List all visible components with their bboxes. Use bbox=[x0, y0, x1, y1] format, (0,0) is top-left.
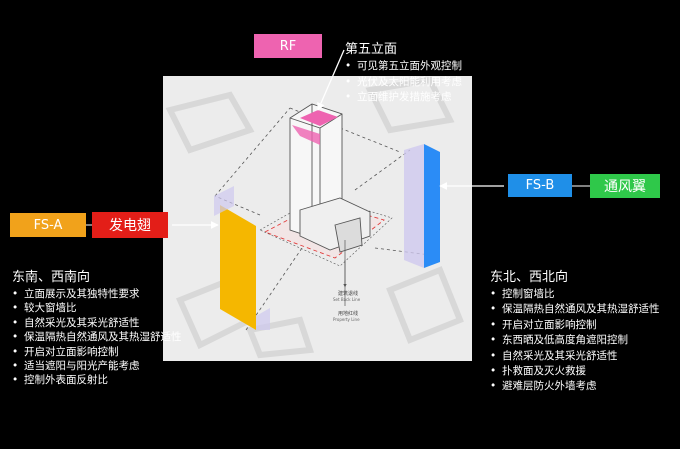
list-item: 扑救面及灭火救援 bbox=[490, 364, 660, 380]
fs-b-panel bbox=[424, 144, 440, 268]
fs-b-panel-side bbox=[404, 144, 424, 268]
list-item: 控制窗墙比 bbox=[490, 287, 660, 303]
list-item: 保温隔热自然通风及其热湿舒适性 bbox=[12, 330, 182, 345]
property-label-en: Property Line bbox=[333, 317, 360, 322]
fifth-facade-list: 可见第五立面外观控制 光伏及太阳能利用考虑 立面维护发措施考虑 bbox=[345, 59, 462, 106]
list-item: 开启对立面影响控制 bbox=[12, 345, 182, 360]
list-item: 自然采光及其采光舒适性 bbox=[490, 349, 660, 365]
northeast-northwest-group: 东北、西北向 控制窗墙比 保温隔热自然通风及其热湿舒适性 开启对立面影响控制 东… bbox=[490, 266, 660, 395]
setback-label: 建筑退线 bbox=[338, 290, 358, 297]
southeast-southwest-title: 东南、西南向 bbox=[12, 270, 91, 285]
list-item: 开启对立面影响控制 bbox=[490, 318, 660, 334]
fs-a-tag: FS-A bbox=[10, 213, 86, 237]
rf-tag: RF bbox=[254, 34, 322, 58]
fs-a-panel-foot bbox=[256, 308, 270, 330]
property-label: 用地红线 bbox=[338, 310, 358, 317]
list-item: 立面展示及其独特性要求 bbox=[12, 287, 182, 302]
list-item: 较大窗墙比 bbox=[12, 301, 182, 316]
list-item: 控制外表面反射比 bbox=[12, 373, 182, 388]
list-item: 可见第五立面外观控制 bbox=[345, 59, 462, 75]
callout-arrows bbox=[172, 49, 504, 229]
list-item: 光伏及太阳能利用考虑 bbox=[345, 75, 462, 91]
list-item: 东西晒及低高度角遮阳控制 bbox=[490, 333, 660, 349]
list-item: 保温隔热自然通风及其热湿舒适性 bbox=[490, 302, 660, 318]
fs-b-tag: FS-B bbox=[508, 174, 572, 197]
fifth-facade-title: 第五立面 bbox=[345, 42, 398, 57]
list-item: 避难层防火外墙考虑 bbox=[490, 379, 660, 395]
power-wing-tag: 发电翅 bbox=[92, 212, 168, 238]
roof-highlight-lower bbox=[292, 125, 320, 145]
southeast-southwest-group: 东南、西南向 立面展示及其独特性要求 较大窗墙比 自然采光及其采光舒适性 保温隔… bbox=[12, 266, 182, 388]
vent-wing-tag: 通风翼 bbox=[590, 174, 660, 198]
fs-a-panel-side bbox=[214, 186, 234, 216]
tower-wireframe bbox=[289, 103, 371, 253]
roof-highlight bbox=[300, 110, 338, 126]
fifth-facade-group: 第五立面 可见第五立面外观控制 光伏及太阳能利用考虑 立面维护发措施考虑 bbox=[345, 38, 462, 106]
list-item: 自然采光及其采光舒适性 bbox=[12, 316, 182, 331]
northeast-northwest-list: 控制窗墙比 保温隔热自然通风及其热湿舒适性 开启对立面影响控制 东西晒及低高度角… bbox=[490, 287, 660, 395]
southeast-southwest-list: 立面展示及其独特性要求 较大窗墙比 自然采光及其采光舒适性 保温隔热自然通风及其… bbox=[12, 287, 182, 388]
list-item: 立面维护发措施考虑 bbox=[345, 90, 462, 106]
northeast-northwest-title: 东北、西北向 bbox=[490, 270, 569, 285]
list-item: 适当遮阳与阳光产能考虑 bbox=[12, 359, 182, 374]
fs-a-panel bbox=[220, 205, 256, 330]
setback-label-en: Set Back Line bbox=[333, 297, 361, 302]
